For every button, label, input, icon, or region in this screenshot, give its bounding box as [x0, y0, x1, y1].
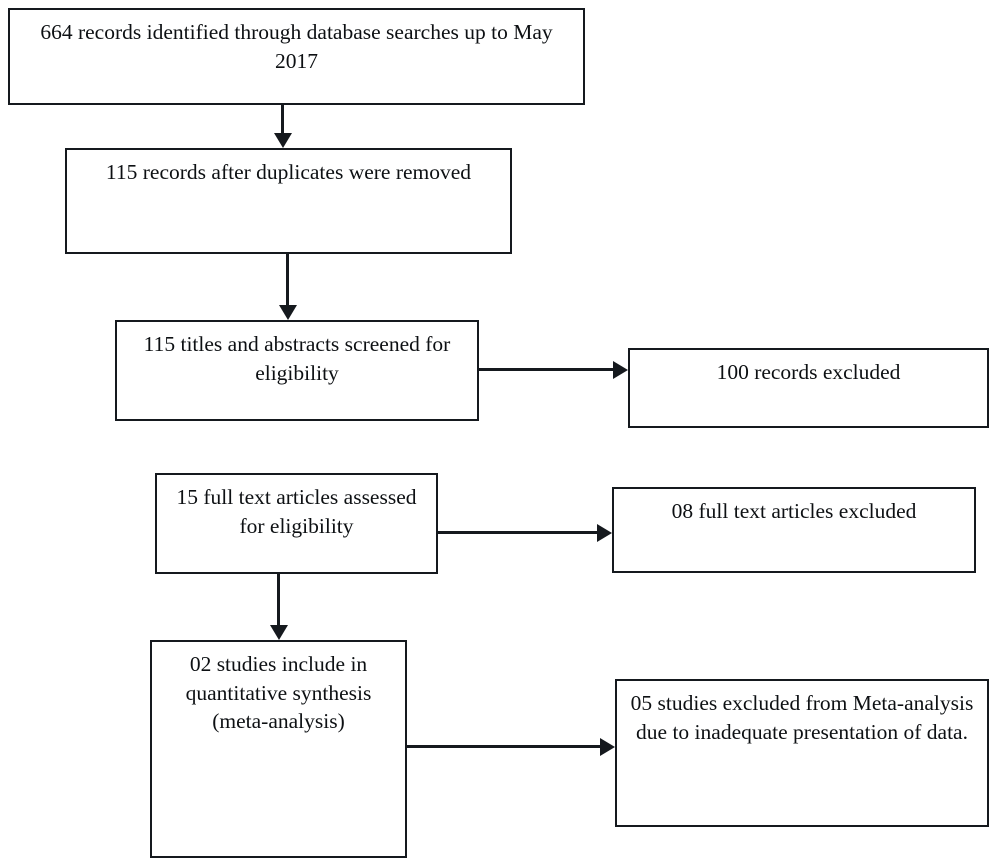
- connector-line: [479, 368, 615, 371]
- connector-line: [277, 574, 280, 627]
- arrowhead-right-icon: [597, 523, 612, 542]
- arrowhead-down-icon: [278, 305, 297, 320]
- studies-excluded-meta-box: 05 studies excluded from Meta-analysis d…: [615, 679, 989, 827]
- arrowhead-right-icon: [600, 737, 615, 756]
- connector-line: [438, 531, 599, 534]
- arrowhead-right-icon: [613, 360, 628, 379]
- studies-included-box: 02 studies include in quantitative synth…: [150, 640, 407, 858]
- records-after-duplicates-box: 115 records after duplicates were remove…: [65, 148, 512, 254]
- records-excluded-box: 100 records excluded: [628, 348, 989, 428]
- arrowhead-down-icon: [269, 625, 288, 640]
- connector-line: [286, 254, 289, 307]
- full-text-excluded-box: 08 full text articles excluded: [612, 487, 976, 573]
- connector-line: [281, 105, 284, 135]
- titles-abstracts-screened-box: 115 titles and abstracts screened for el…: [115, 320, 479, 421]
- full-text-assessed-box: 15 full text articles assessed for eligi…: [155, 473, 438, 574]
- arrowhead-down-icon: [273, 133, 292, 148]
- records-identified-box: 664 records identified through database …: [8, 8, 585, 105]
- connector-line: [407, 745, 602, 748]
